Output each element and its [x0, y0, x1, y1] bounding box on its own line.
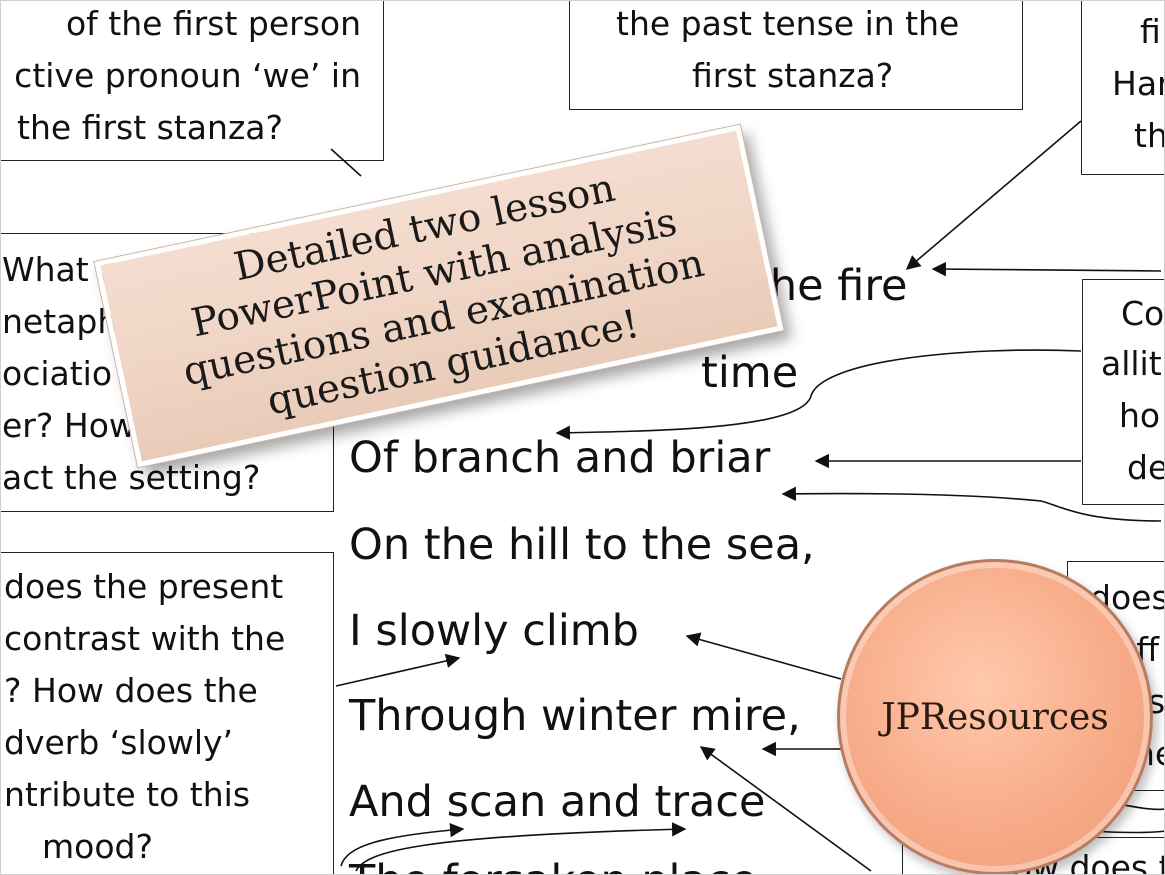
question-text: er? How	[2, 406, 136, 445]
poem-line-6: Through winter mire,	[349, 691, 801, 741]
question-text: dverb ‘slowly’	[4, 723, 234, 762]
question-text: ociatio	[2, 354, 113, 393]
arrow	[555, 349, 1082, 440]
question-box-top-right: fi Har th	[1081, 1, 1165, 175]
arrow	[685, 632, 842, 680]
question-text: the first stanza?	[17, 108, 283, 147]
question-text: ho	[1119, 396, 1161, 435]
question-text: does the present	[4, 567, 284, 606]
poem-line-1: the fire	[753, 261, 908, 311]
arrow	[905, 120, 1082, 270]
question-text: mood?	[42, 827, 153, 866]
brand-label: JPResources	[881, 696, 1109, 738]
question-text: de	[1127, 448, 1165, 487]
poem-line-2: time	[701, 348, 799, 398]
poem-line-5: I slowly climb	[349, 606, 639, 656]
question-text: ctive pronoun ‘we’ in	[14, 56, 361, 95]
question-box-top-middle: the past tense in the first stanza?	[569, 1, 1023, 110]
question-text: ntribute to this	[4, 775, 251, 814]
arrow	[330, 148, 362, 177]
question-text: Har	[1112, 64, 1165, 103]
question-text: allit	[1101, 344, 1162, 383]
arrow	[781, 486, 1162, 522]
question-box-mid-right: Co allit ho de	[1082, 279, 1165, 505]
brand-badge: JPResources	[837, 559, 1153, 874]
arrow	[340, 822, 465, 867]
arrow	[355, 822, 687, 872]
question-text: ? How does the	[4, 671, 258, 710]
question-text: fi	[1140, 12, 1161, 51]
question-text: first stanza?	[692, 56, 894, 95]
poem-line-4: On the hill to the sea,	[349, 520, 815, 570]
question-box-top-left: of the first person ctive pronoun ‘we’ i…	[1, 1, 384, 161]
question-text: Co	[1121, 294, 1165, 333]
arrow	[931, 261, 1162, 277]
question-text: act the setting?	[2, 458, 261, 497]
poem-line-3: Of branch and briar	[349, 433, 771, 483]
poem-line-8: The forsaken place	[349, 856, 757, 874]
arrow	[335, 653, 461, 687]
question-box-bottom-left: does the present contrast with the ? How…	[1, 552, 334, 874]
question-text: th	[1134, 116, 1165, 155]
arrow	[699, 746, 872, 872]
question-text: contrast with the	[4, 619, 286, 658]
poem-line-7: And scan and trace	[349, 777, 766, 827]
question-text: the past tense in the	[616, 4, 960, 43]
question-text: of the first person	[65, 4, 361, 43]
question-text: netaph	[2, 302, 119, 341]
